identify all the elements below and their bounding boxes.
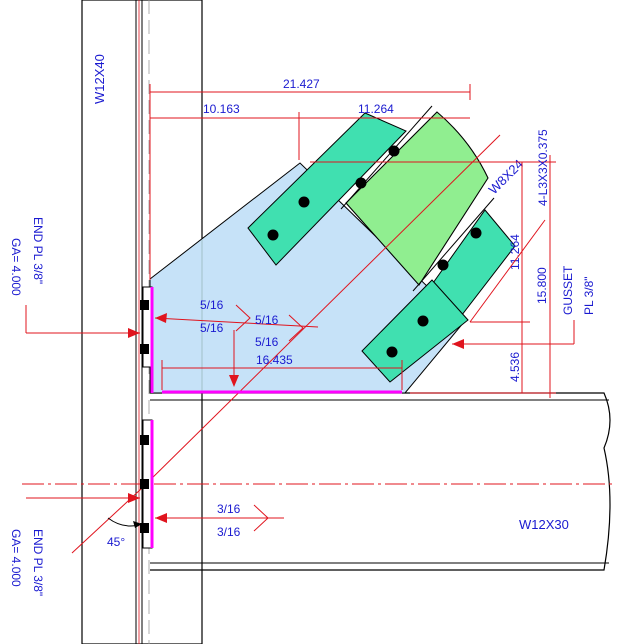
dim-right-horizontal: 11.264 bbox=[358, 102, 394, 116]
leader-arrow bbox=[452, 339, 464, 349]
dim-left-horizontal: 10.163 bbox=[203, 102, 240, 116]
end-plate-bolt bbox=[140, 523, 149, 533]
weld-leader bbox=[154, 317, 319, 328]
end-plate-bolt bbox=[140, 300, 149, 310]
end-plate-lower-line2: GA= 4.000 bbox=[9, 529, 23, 587]
bolt bbox=[355, 177, 367, 189]
bolt bbox=[298, 196, 310, 208]
end-plate-bolt bbox=[140, 435, 149, 445]
bolt bbox=[267, 229, 279, 241]
angles-label: 4-L3X3X0.375 bbox=[536, 129, 550, 206]
gusset-label-line2: PL 3/8" bbox=[582, 276, 596, 315]
end-plate-upper-line2: GA= 4.000 bbox=[9, 238, 23, 296]
weld-arrow bbox=[155, 313, 167, 323]
weld-arrow bbox=[229, 375, 239, 387]
brace-body bbox=[345, 111, 489, 286]
end-plate-upper-line1: END PL 3/8" bbox=[31, 217, 45, 284]
bolt bbox=[417, 315, 429, 327]
dimensions: 21.427 10.163 11.264 11.264 15.800 4.536… bbox=[149, 77, 556, 398]
dim-diagonal-right: 11.264 bbox=[508, 234, 522, 270]
beam: W12X30 bbox=[22, 392, 615, 571]
end-plate-bolt bbox=[140, 479, 149, 489]
weld-gc-bottom: 5/16 bbox=[200, 321, 224, 335]
angle-lower bbox=[361, 279, 469, 383]
gusset-label-line1: GUSSET bbox=[561, 265, 575, 315]
weld-gc-top: 5/16 bbox=[200, 298, 224, 312]
weld-symbols: 5/16 5/16 5/16 5/16 3/16 3/16 bbox=[154, 298, 319, 539]
weld-arrow bbox=[155, 513, 167, 523]
brace-workline bbox=[140, 134, 501, 490]
bolts bbox=[267, 145, 482, 358]
leader-arrow bbox=[128, 493, 140, 503]
weld-triangle bbox=[253, 504, 269, 532]
dim-overall-horizontal: 21.427 bbox=[283, 77, 320, 91]
weld-ep-top: 3/16 bbox=[217, 502, 241, 516]
weld-triangle bbox=[288, 314, 304, 342]
angle-arc-arrow bbox=[133, 521, 142, 528]
weld-gb-top: 5/16 bbox=[255, 313, 279, 327]
end-plate-lower-line1: END PL 3/8" bbox=[31, 529, 45, 596]
bolt bbox=[386, 346, 398, 358]
weld-ep-bottom: 3/16 bbox=[217, 525, 241, 539]
leader-arrow bbox=[128, 328, 140, 338]
bolt bbox=[388, 145, 400, 157]
leader-angles bbox=[469, 219, 546, 323]
weld-triangle bbox=[235, 304, 251, 332]
brace-flange-line bbox=[340, 105, 433, 210]
end-plate-bolt bbox=[140, 344, 149, 354]
column-label: W12X40 bbox=[92, 54, 107, 104]
angle-upper bbox=[247, 112, 407, 266]
beam-outline bbox=[150, 392, 611, 571]
brace-flange-line-2 bbox=[412, 197, 495, 292]
weld-gb-bottom: 5/16 bbox=[255, 335, 279, 349]
bolt bbox=[470, 227, 482, 239]
dim-gusset-bottom: 16.435 bbox=[256, 353, 293, 367]
beam-label: W12X30 bbox=[519, 517, 569, 532]
dim-vertical-total: 15.800 bbox=[535, 267, 549, 304]
angle-label: 45° bbox=[107, 535, 125, 549]
bolt bbox=[437, 259, 449, 271]
dim-vertical-bottom: 4.536 bbox=[508, 352, 522, 382]
